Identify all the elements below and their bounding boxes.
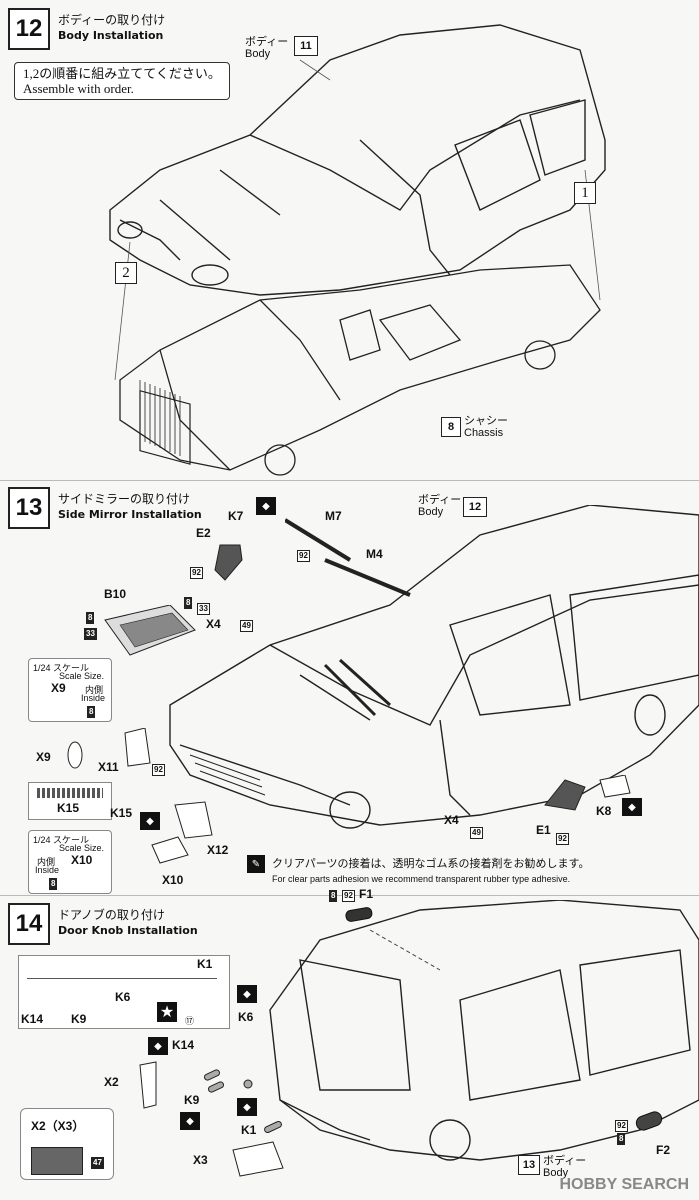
light-lens-x10 (151, 836, 189, 864)
step-13-illustration (169, 505, 699, 829)
part-x12: X12 (207, 843, 229, 857)
chassis-ref-8: 8 (441, 417, 461, 437)
part-num-92-e1: 92 (556, 833, 569, 845)
glue-icon-k14: ◆ (148, 1037, 168, 1055)
step-14-number: 14 (8, 903, 50, 945)
order-note: 1,2の順番に組み立ててください。 Assemble with order. (14, 62, 230, 100)
k15-detail-box: K15 (28, 782, 112, 820)
glue-icon-k9: ◆ (180, 1112, 200, 1130)
light-lens-x11 (124, 728, 151, 767)
body-ref-12: 12 (463, 497, 487, 517)
light-lens-x9 (67, 741, 83, 769)
clear-parts-icon: ✎ (247, 855, 265, 873)
body-ref-13: 13 (518, 1155, 540, 1175)
wiper-blades (285, 518, 411, 597)
radiator-grille (139, 380, 181, 456)
glue-icon-k7: ◆ (256, 497, 276, 515)
part-x4-bottom: X4 (444, 813, 459, 827)
order-note-en: Assemble with order. (23, 81, 134, 96)
step-13-title: サイドミラーの取り付け Side Mirror Installation (58, 492, 202, 521)
part-k1: K1 (241, 1123, 257, 1137)
guide-lines (114, 59, 601, 381)
star-icon: ★ (157, 1002, 177, 1022)
taillight-x2 (139, 1061, 157, 1109)
clear-parts-note: クリアパーツの接着は、透明なゴム系の接着剤をお勧めします。 For clear … (272, 858, 590, 884)
step-12-title-jp: ボディーの取り付け (58, 13, 166, 27)
part-num-33-b10: 33 (84, 628, 97, 640)
part-x10: X10 (162, 873, 184, 887)
x2x3-detail-box: X2（X3） 47 (20, 1108, 114, 1180)
part-num-49-bottom: 49 (470, 827, 483, 839)
light-lens-x12 (174, 801, 213, 839)
part-num-8-top: 8 (184, 597, 193, 609)
part-num-92-f2: 92 (615, 1120, 628, 1132)
body-ref-label-13: ボディー Body (418, 494, 462, 518)
glue-icon-k6: ◆ (237, 985, 257, 1003)
reflector-f1 (345, 907, 373, 922)
order-marker-2: 2 (115, 262, 137, 284)
mirror-e1-part (544, 775, 631, 811)
taillight-x3 (232, 1141, 284, 1177)
part-k14: K14 (172, 1038, 195, 1052)
part-e2: E2 (196, 526, 211, 540)
part-x9: X9 (36, 750, 51, 764)
scale-box-x9: 1/24 スケール Scale Size. X9 内側 Inside 8 (28, 658, 112, 722)
intercooler-b10 (104, 605, 196, 656)
part-k9: K9 (184, 1093, 200, 1107)
part-num-8-f1: 8 (329, 890, 338, 902)
car-body-shell (109, 24, 606, 296)
part-num-8-b10: 8 (86, 612, 95, 624)
part-k6: K6 (238, 1010, 254, 1024)
part-f1: F1 (359, 887, 374, 901)
part-x3: X3 (193, 1153, 208, 1167)
body-ref-label: ボディー Body (245, 36, 289, 60)
body-ref-11: 11 (294, 36, 318, 56)
door-knob-parts (203, 1069, 282, 1134)
part-num-92-x11: 92 (152, 764, 165, 776)
car-rear-view (269, 900, 699, 1161)
part-x11: X11 (98, 760, 119, 774)
windshield-wipers (323, 658, 392, 717)
part-x2: X2 (104, 1075, 119, 1089)
part-f2: F2 (656, 1143, 671, 1157)
step-12-number: 12 (8, 8, 50, 50)
step-12-title: ボディーの取り付け Body Installation (58, 13, 165, 43)
part-m7: M7 (325, 509, 342, 523)
glue-icon-k15: ◆ (140, 812, 160, 830)
part-num-33-top: 33 (197, 603, 210, 615)
scale-box-x10: 1/24 スケール Scale Size. 内側 X10 Inside 8 (28, 830, 112, 894)
step-12-title-en: Body Installation (58, 29, 164, 42)
mirror-e2-part (214, 544, 243, 581)
step-13-number: 13 (8, 487, 50, 529)
front-grille (189, 754, 266, 796)
order-marker-1: 1 (574, 182, 596, 204)
part-x4-top: X4 (206, 617, 221, 631)
car-front-view (169, 505, 699, 829)
glue-icon-k1: ◆ (237, 1098, 257, 1116)
divider-12-13 (0, 480, 699, 481)
part-b10: B10 (104, 587, 127, 601)
glue-icon-k8: ◆ (622, 798, 642, 816)
part-num-92-m: 92 (297, 550, 310, 562)
part-num-49-top: 49 (240, 620, 253, 632)
step-12-illustration (109, 24, 606, 476)
part-num-92-e2: 92 (190, 567, 203, 579)
body-ref-label-14: ボディー Body (543, 1155, 587, 1179)
part-k15: K15 (110, 806, 133, 820)
chassis-frame (119, 264, 601, 476)
part-m4: M4 (366, 547, 383, 561)
part-num-8-f2: 8 (617, 1133, 626, 1145)
watermark: HOBBY SEARCH (559, 1176, 690, 1193)
part-k8: K8 (596, 804, 612, 818)
step-14-title: ドアノブの取り付け Door Knob Installation (58, 908, 198, 937)
chassis-ref-label: シャシー Chassis (464, 415, 508, 439)
reflector-f2 (635, 1111, 663, 1131)
rear-detail-box: K1 K6 K14 K9 ★ ⑰ (18, 955, 230, 1029)
part-k7: K7 (228, 509, 244, 523)
part-e1: E1 (536, 823, 551, 837)
order-note-jp: 1,2の順番に組み立ててください。 (23, 66, 221, 81)
part-num-92-f1: 92 (342, 890, 355, 902)
step-14-illustration (269, 900, 699, 1161)
